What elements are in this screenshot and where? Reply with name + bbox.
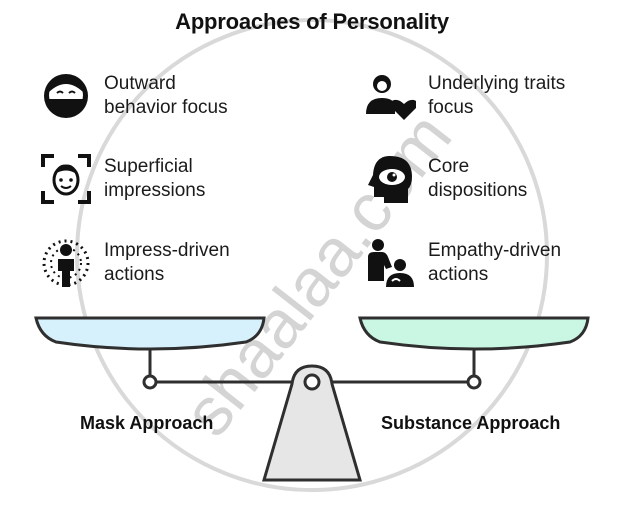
left-item-outward-behavior: Outward behavior focus <box>40 70 228 122</box>
left-pivot <box>142 374 158 390</box>
right-item-empathy-driven: Empathy-driven actions <box>364 237 561 289</box>
left-item-impress-driven: Impress-driven actions <box>40 237 230 289</box>
left-pan <box>34 316 266 351</box>
substance-approach-label: Substance Approach <box>381 413 561 433</box>
left-item-label: Impress-driven actions <box>104 240 230 285</box>
right-item-label: Empathy-driven actions <box>428 240 562 285</box>
right-pivot <box>466 374 482 390</box>
dotted-person-icon <box>42 239 90 287</box>
left-item-label: Superficial impressions <box>104 156 206 201</box>
page-title: Approaches of Personality <box>175 9 449 34</box>
right-item-underlying-traits: Underlying traits focus <box>364 70 565 122</box>
right-item-label: Underlying traits focus <box>428 73 566 118</box>
left-item-superficial: Superficial impressions <box>40 153 205 205</box>
mask-approach-label: Mask Approach <box>80 413 214 433</box>
right-item-core-dispositions: Core dispositions <box>364 153 527 205</box>
right-pan <box>358 316 590 351</box>
fulcrum <box>262 364 362 482</box>
fulcrum-pivot <box>303 373 321 391</box>
right-item-label: Core dispositions <box>428 156 528 201</box>
head-eye-icon <box>368 156 412 203</box>
person-heart-icon <box>366 75 416 120</box>
face-scan-icon <box>41 154 91 204</box>
left-item-label: Outward behavior focus <box>104 73 228 118</box>
caregiver-icon <box>368 239 414 287</box>
masked-face-icon <box>44 74 88 118</box>
